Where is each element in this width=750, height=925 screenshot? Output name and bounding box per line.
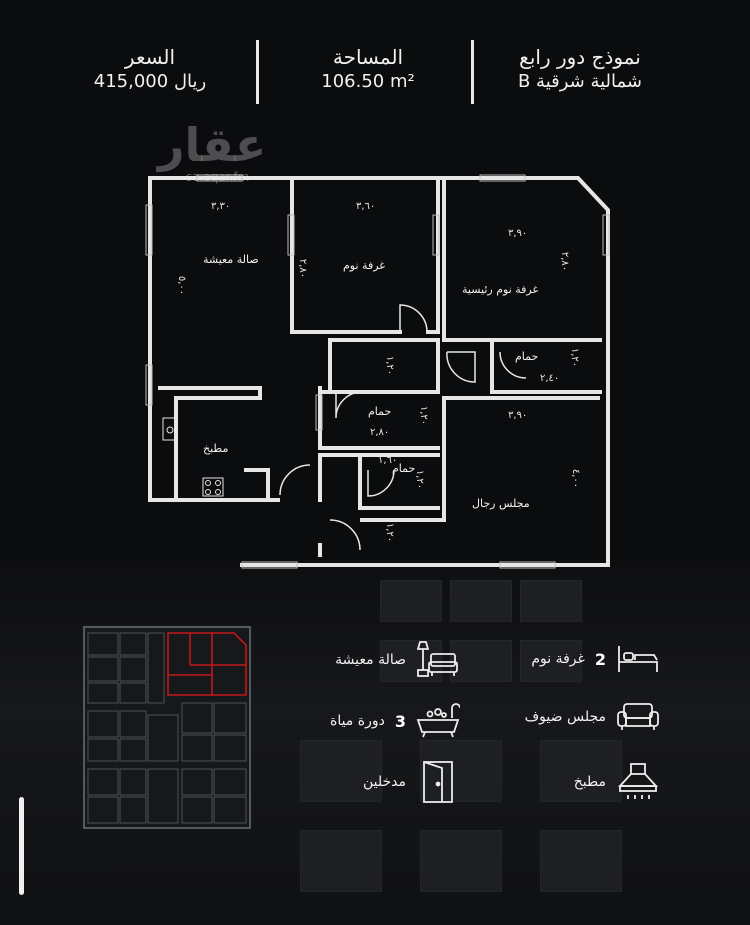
room-label-majlis: مجلس رجال <box>472 497 530 510</box>
sofa-lamp-icon <box>416 641 458 677</box>
room-label-small-bath: حمام <box>392 462 416 475</box>
feature-bedrooms: غرفة نوم 2 <box>470 642 660 676</box>
range-hood-icon <box>617 763 659 799</box>
feature-kitchen-label: مطبخ <box>573 774 606 790</box>
area-info: المساحة 106.50 m² <box>268 44 468 94</box>
dim-small-bath-width: ١,٦٠ <box>378 455 398 466</box>
dim-living-height: ٥,٠٠ <box>176 275 188 296</box>
dim-entry: ١,٢٠ <box>384 522 396 543</box>
feature-bedrooms-label: غرفة نوم <box>531 651 585 667</box>
dim-master-height: ٢,٨٠ <box>559 251 571 272</box>
dim-center-bath-width: ٢,٨٠ <box>370 427 390 438</box>
bed-icon <box>618 646 658 672</box>
feature-bedrooms-count: 2 <box>594 649 606 669</box>
feature-baths-count: 3 <box>394 711 406 731</box>
feature-entrances-label: مدخلين <box>362 774 406 790</box>
model-orientation: B شمالية شرقية <box>517 71 643 92</box>
dim-living-width: ٣,٣٠ <box>211 201 231 212</box>
dim-small-bath-height: ١,٢٠ <box>414 469 426 490</box>
model-title: نموذج دور رابع <box>519 45 641 69</box>
feature-living-room: صالة معيشة <box>270 640 460 680</box>
bathtub-icon <box>416 703 460 738</box>
room-label-master-bath: حمام <box>515 350 539 363</box>
room-label-kitchen: مطبخ <box>203 442 229 455</box>
price-info: السعر 415,000 ريال <box>60 44 240 94</box>
scrollbar-thumb[interactable] <box>19 797 24 895</box>
room-label-bedroom: غرفة نوم <box>343 259 386 272</box>
feature-kitchen: مطبخ <box>470 762 660 802</box>
area-value: 106.50 m² <box>321 71 415 92</box>
dim-bedroom-height: ٢,٨٠ <box>297 258 309 279</box>
dim-majlis-width: ٣,٩٠ <box>508 410 528 421</box>
feature-majlis: مجلس ضيوف <box>470 700 660 734</box>
header-divider <box>256 40 259 104</box>
room-label-living: صالة معيشة <box>203 253 259 266</box>
feature-baths-label: دورة مياة <box>329 713 385 729</box>
model-info: نموذج دور رابع B شمالية شرقية <box>480 44 680 94</box>
price-label: السعر <box>124 45 176 69</box>
price-value: 415,000 ريال <box>93 71 207 92</box>
aqar-watermark-url: sa.aqar.fm <box>186 170 250 184</box>
dim-master-bath-height: ١,٢٠ <box>569 347 581 368</box>
area-label: المساحة <box>332 45 404 69</box>
feature-majlis-label: مجلس ضيوف <box>524 709 606 725</box>
dim-majlis-height: ٤,٠٠ <box>570 468 582 489</box>
feature-living-label: صالة معيشة <box>335 652 406 668</box>
building-photo-background <box>0 560 750 925</box>
dim-bedroom-width: ٣,٦٠ <box>356 201 376 212</box>
door-icon <box>423 761 453 803</box>
feature-bathrooms: دورة مياة 3 <box>270 702 460 740</box>
couch-icon <box>617 703 659 730</box>
dim-master-bath-width: ٢,٤٠ <box>540 373 560 384</box>
listing-header: نموذج دور رابع B شمالية شرقية المساحة 10… <box>0 0 750 110</box>
highlighted-unit <box>167 632 247 696</box>
dim-center-bath-height: ١,٢٠ <box>418 405 430 426</box>
room-label-master-bedroom: غرفة نوم رئيسية <box>462 283 539 296</box>
room-label-center-bath: حمام <box>368 405 392 418</box>
aqar-watermark-logo: عقار <box>158 118 267 172</box>
dim-corridor: ١,٢٠ <box>384 355 396 376</box>
header-divider <box>471 40 474 104</box>
feature-entrances: مدخلين <box>270 760 460 804</box>
dim-master-width: ٣,٩٠ <box>508 228 528 239</box>
building-key-plan <box>82 625 252 830</box>
